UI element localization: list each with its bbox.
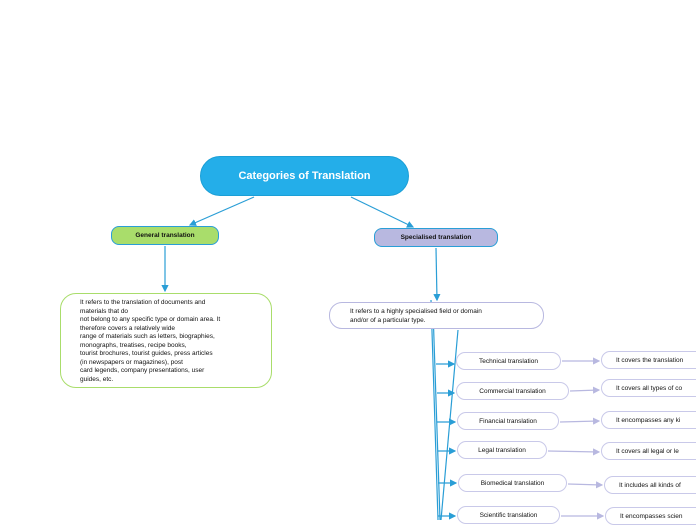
connector-detail-2 (559, 417, 601, 425)
category-label: Scientific translation (479, 511, 538, 519)
category-technical-node[interactable]: Technical translation (456, 352, 561, 370)
general-translation-node[interactable]: General translation (111, 226, 219, 245)
connector-root-general (188, 196, 255, 226)
specialised-translation-label: Specialised translation (400, 234, 472, 241)
category-commercial-node[interactable]: Commercial translation (456, 382, 569, 400)
general-description-line: It refers to the translation of document… (80, 299, 206, 306)
general-description-line: range of materials such as letters, biog… (80, 333, 215, 340)
category-label: Biomedical translation (480, 479, 545, 487)
category-label: Commercial translation (479, 387, 546, 395)
detail-commercial-node[interactable]: It covers all types of co (601, 379, 696, 397)
category-label: Legal translation (478, 446, 526, 454)
detail-label: It covers all types of co (616, 384, 683, 392)
category-label: Technical translation (479, 357, 538, 365)
detail-technical-node[interactable]: It covers the translation (601, 351, 696, 369)
detail-label: It covers the translation (616, 356, 684, 364)
specialised-description-node[interactable]: It refers to a highly specialised field … (329, 302, 544, 329)
connector-detail-4 (567, 481, 604, 489)
general-description-line: monographs, treatises, recipe books, (80, 341, 187, 349)
detail-label: It includes all kinds of (619, 481, 681, 489)
specialised-description-line: It refers to a highly specialised field … (350, 308, 482, 315)
detail-legal-node[interactable]: It covers all legal or le (601, 442, 696, 460)
general-description-node[interactable]: It refers to the translation of document… (60, 293, 272, 388)
specialised-translation-node[interactable]: Specialised translation (374, 228, 498, 247)
category-label: Financial translation (479, 417, 537, 425)
detail-label: It encompasses any ki (616, 416, 681, 424)
specialised-description-line: and/or of a particular type. (350, 316, 426, 324)
general-description-line: (in newspapers or magazines), post (80, 358, 183, 366)
category-legal-node[interactable]: Legal translation (457, 441, 547, 459)
general-description-line: guides, etc. (80, 375, 114, 383)
root-node[interactable]: Categories of Translation (200, 156, 409, 196)
general-translation-label: General translation (135, 232, 195, 239)
category-biomedical-node[interactable]: Biomedical translation (458, 474, 567, 492)
connector-specialised-desc (433, 247, 441, 302)
general-description-line: materials that do (80, 307, 129, 315)
detail-label: It encompasses scien (620, 512, 683, 520)
general-description-line: not belong to any specific type or domai… (80, 316, 221, 323)
connector-detail-1 (569, 386, 601, 394)
detail-scientific-node[interactable]: It encompasses scien (605, 507, 696, 525)
general-description-line: tourist brochures, tourist guides, press… (80, 350, 213, 357)
connector-root-specialised (350, 196, 415, 228)
detail-financial-node[interactable]: It encompasses any ki (601, 411, 696, 429)
detail-label: It covers all legal or le (616, 447, 679, 455)
category-financial-node[interactable]: Financial translation (457, 412, 559, 430)
category-scientific-node[interactable]: Scientific translation (457, 506, 560, 524)
detail-biomedical-node[interactable]: It includes all kinds of (604, 476, 696, 494)
connector-detail-3 (547, 448, 601, 456)
general-description-line: card legends, company presentations, use… (80, 367, 205, 374)
connector-spine (430, 299, 439, 520)
root-label: Categories of Translation (238, 170, 371, 182)
general-description-line: therefore covers a relatively wide (80, 324, 176, 332)
